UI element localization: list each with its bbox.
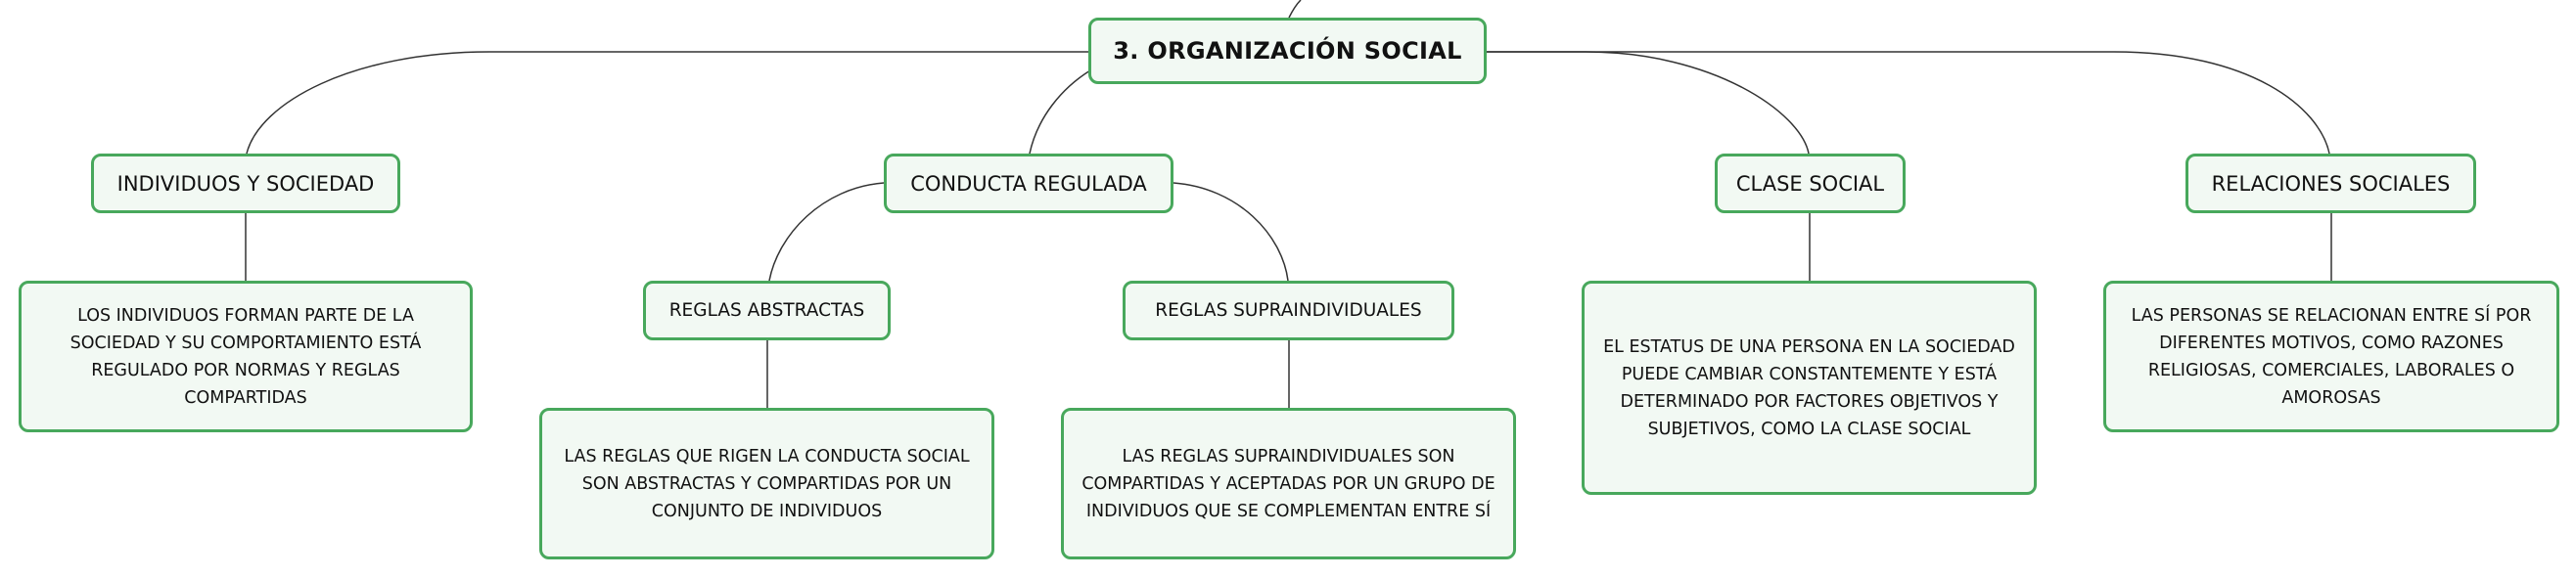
connector-root-relaciones <box>1486 51 2330 155</box>
text-individuos[interactable]: LOS INDIVIDUOS FORMAN PARTE DE LA SOCIED… <box>19 281 473 432</box>
node-reglas-supraindividuales[interactable]: REGLAS SUPRAINDIVIDUALES <box>1123 281 1454 340</box>
node-relaciones-sociales[interactable]: RELACIONES SOCIALES <box>2185 154 2476 213</box>
node-reglas-abstractas[interactable]: REGLAS ABSTRACTAS <box>643 281 891 340</box>
text-supraindividuales[interactable]: LAS REGLAS SUPRAINDIVIDUALES SON COMPART… <box>1061 408 1516 559</box>
connector-root-individuos <box>246 51 1088 155</box>
connector-parent-root <box>1288 0 1302 19</box>
text-individuos-content: LOS INDIVIDUOS FORMAN PARTE DE LA SOCIED… <box>69 305 422 408</box>
text-relaciones-content: LAS PERSONAS SE RELACIONAN ENTRE SÍ POR … <box>2131 305 2532 408</box>
text-clase-content: EL ESTATUS DE UNA PERSONA EN LA SOCIEDAD… <box>1603 336 2015 439</box>
root-node-label: 3. ORGANIZACIÓN SOCIAL <box>1113 37 1462 65</box>
node-conducta-regulada[interactable]: CONDUCTA REGULADA <box>884 154 1173 213</box>
node-clase-label: CLASE SOCIAL <box>1735 171 1885 196</box>
node-supraindividuales-label: REGLAS SUPRAINDIVIDUALES <box>1155 300 1422 321</box>
connector-conducta-abstractas <box>768 182 885 282</box>
text-clase[interactable]: EL ESTATUS DE UNA PERSONA EN LA SOCIEDAD… <box>1582 281 2037 495</box>
node-individuos-y-sociedad[interactable]: INDIVIDUOS Y SOCIEDAD <box>91 154 400 213</box>
text-relaciones[interactable]: LAS PERSONAS SE RELACIONAN ENTRE SÍ POR … <box>2103 281 2559 432</box>
node-clase-social[interactable]: CLASE SOCIAL <box>1715 154 1906 213</box>
node-relaciones-label: RELACIONES SOCIALES <box>2211 171 2451 196</box>
node-abstractas-label: REGLAS ABSTRACTAS <box>668 300 865 321</box>
root-node[interactable]: 3. ORGANIZACIÓN SOCIAL <box>1088 18 1487 84</box>
text-abstractas[interactable]: LAS REGLAS QUE RIGEN LA CONDUCTA SOCIAL … <box>539 408 994 559</box>
node-conducta-label: CONDUCTA REGULADA <box>910 171 1147 196</box>
connector-conducta-supraindividuales <box>1173 182 1289 282</box>
node-individuos-label: INDIVIDUOS Y SOCIEDAD <box>116 171 375 196</box>
text-abstractas-content: LAS REGLAS QUE RIGEN LA CONDUCTA SOCIAL … <box>564 446 970 521</box>
connector-root-conducta <box>1029 69 1091 155</box>
connector-root-clase <box>1486 51 1810 155</box>
text-supraindividuales-content: LAS REGLAS SUPRAINDIVIDUALES SON COMPART… <box>1081 446 1495 521</box>
